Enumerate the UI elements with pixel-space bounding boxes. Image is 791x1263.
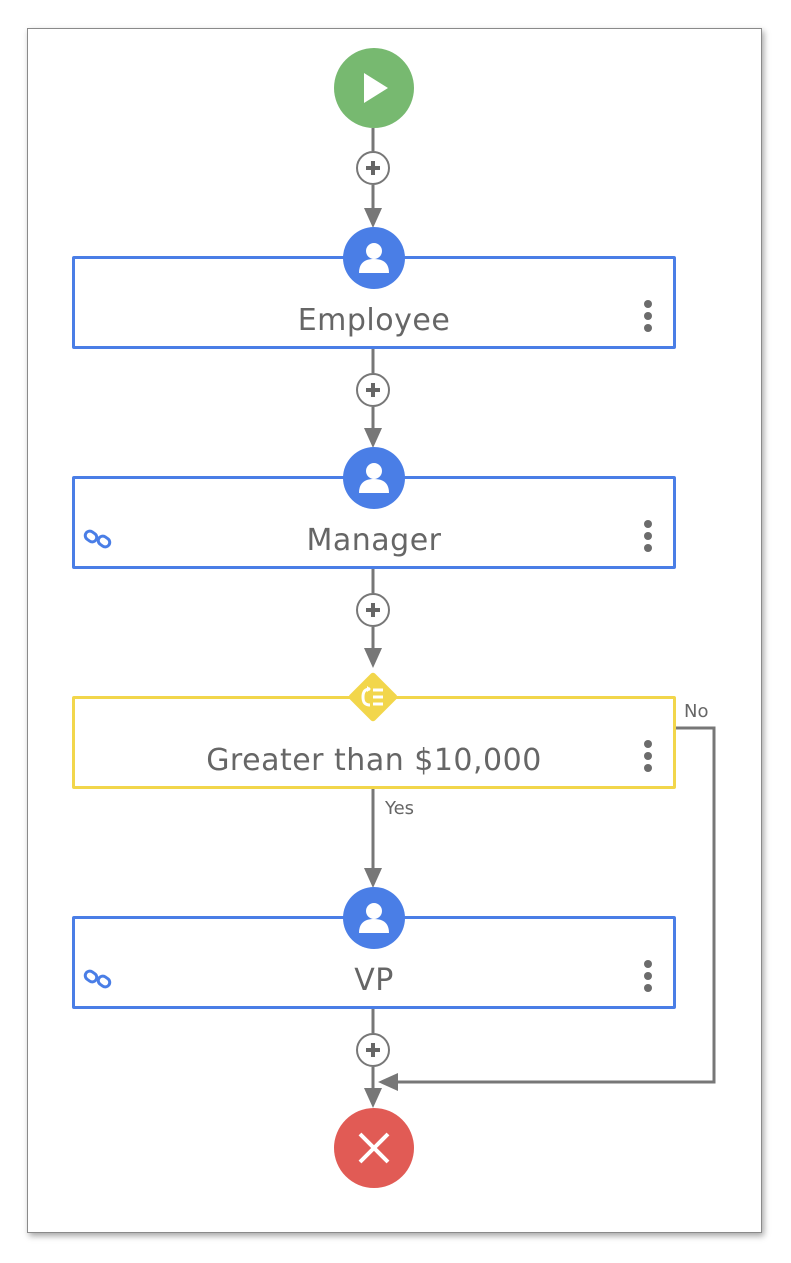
step-label: Manager (306, 523, 442, 558)
condition-icon (348, 672, 398, 722)
add-step-button[interactable] (356, 151, 390, 185)
add-step-button[interactable] (356, 373, 390, 407)
chain-link-icon[interactable] (83, 969, 113, 989)
kebab-menu-icon[interactable] (641, 740, 655, 780)
plus-icon (366, 603, 380, 617)
step-employee[interactable]: Employee (72, 256, 676, 349)
user-icon (343, 447, 405, 509)
close-icon (358, 1132, 390, 1164)
step-label: VP (354, 963, 394, 998)
user-icon (343, 227, 405, 289)
workflow-canvas (27, 28, 762, 1233)
end-node[interactable] (334, 1108, 414, 1188)
add-step-button[interactable] (356, 1033, 390, 1067)
user-icon (343, 887, 405, 949)
play-icon (364, 73, 388, 103)
no-branch-label: No (684, 701, 709, 722)
plus-icon (366, 1043, 380, 1057)
kebab-menu-icon[interactable] (641, 300, 655, 340)
plus-icon (366, 161, 380, 175)
start-node[interactable] (334, 48, 414, 128)
step-label: Greater than $10,000 (206, 743, 542, 778)
plus-icon (366, 383, 380, 397)
kebab-menu-icon[interactable] (641, 960, 655, 1000)
chain-link-icon[interactable] (83, 529, 113, 549)
add-step-button[interactable] (356, 593, 390, 627)
kebab-menu-icon[interactable] (641, 520, 655, 560)
step-label: Employee (297, 303, 451, 338)
yes-branch-label: Yes (385, 798, 415, 819)
